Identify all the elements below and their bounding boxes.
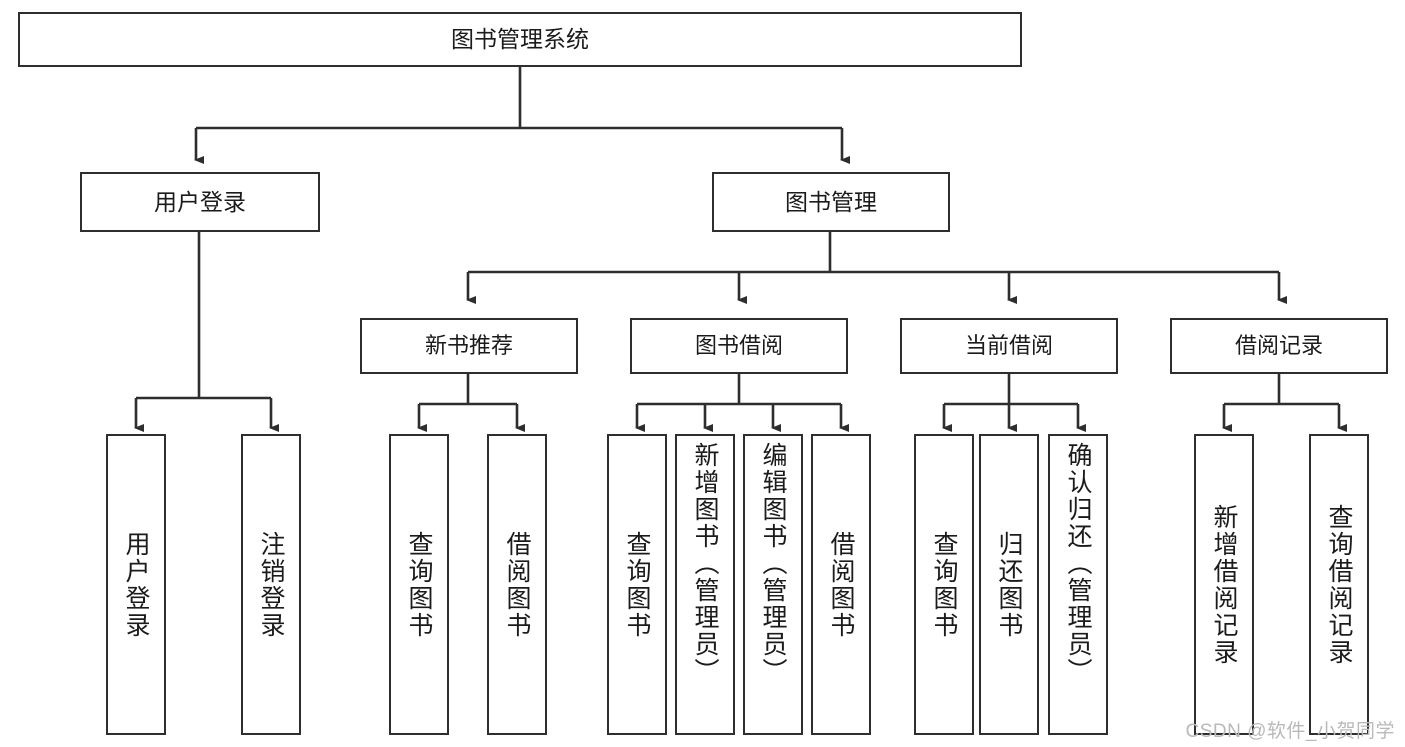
node-label: 图书借阅 [694,333,783,359]
node-current-borrow[interactable]: 当前借阅 [900,318,1118,374]
node-label: 新增图书（管理员） [691,442,719,685]
leaf-current-confirm-return-admin[interactable]: 确认归还（管理员） [1048,434,1108,735]
node-label: 查询图书 [405,530,433,639]
node-label: 新增借阅记录 [1210,503,1238,666]
node-label: 新书推荐 [424,333,513,359]
leaf-borrow-borrow-book[interactable]: 借阅图书 [811,434,871,735]
leaf-current-query-book[interactable]: 查询图书 [914,434,974,735]
node-label: 借阅图书 [827,530,855,639]
node-label: 查询图书 [930,530,958,639]
leaf-borrow-query-book[interactable]: 查询图书 [607,434,667,735]
node-book-borrow[interactable]: 图书借阅 [630,318,848,374]
node-label: 借阅记录 [1234,333,1323,359]
node-new-book-recommend[interactable]: 新书推荐 [360,318,578,374]
leaf-current-return-book[interactable]: 归还图书 [979,434,1039,735]
node-label: 当前借阅 [964,333,1053,359]
node-label: 确认归还（管理员） [1064,442,1092,685]
node-label: 借阅图书 [503,530,531,639]
node-label: 用户登录 [122,530,150,639]
node-label: 查询借阅记录 [1325,503,1353,666]
leaf-record-query-record[interactable]: 查询借阅记录 [1309,434,1369,735]
node-root-system[interactable]: 图书管理系统 [18,12,1022,67]
leaf-record-add-record[interactable]: 新增借阅记录 [1194,434,1254,735]
leaf-recommend-borrow-book[interactable]: 借阅图书 [487,434,547,735]
node-book-management[interactable]: 图书管理 [712,172,950,232]
leaf-borrow-add-book-admin[interactable]: 新增图书（管理员） [675,434,735,735]
watermark: CSDN @软件_小贺同学 [1185,721,1395,742]
node-label: 图书管理系统 [451,26,589,53]
node-label: 用户登录 [154,188,246,215]
node-label: 图书管理 [785,188,877,215]
node-label: 查询图书 [623,530,651,639]
node-label: 注销登录 [257,530,285,639]
node-label: 编辑图书（管理员） [759,442,787,685]
leaf-user-login-logout[interactable]: 注销登录 [241,434,301,735]
node-user-login[interactable]: 用户登录 [80,172,320,232]
node-borrow-record[interactable]: 借阅记录 [1170,318,1388,374]
leaf-user-login-login[interactable]: 用户登录 [106,434,166,735]
leaf-recommend-query-book[interactable]: 查询图书 [389,434,449,735]
node-label: 归还图书 [995,530,1023,639]
leaf-borrow-edit-book-admin[interactable]: 编辑图书（管理员） [743,434,803,735]
